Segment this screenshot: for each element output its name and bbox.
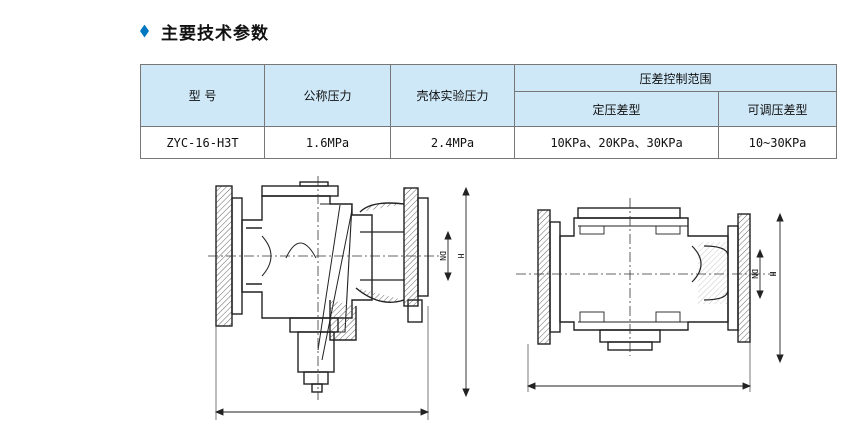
- left-dimensions: [214, 186, 470, 420]
- table-row: ZYC-16-H3T 1.6MPa 2.4MPa 10KPa、20KPa、30K…: [140, 126, 838, 159]
- left-dim-dn: DN: [438, 251, 447, 261]
- header-model: 型 号: [140, 64, 265, 127]
- cell-adjustable-type: 10~30KPa: [717, 126, 838, 159]
- right-dim-dn: DN: [750, 269, 759, 279]
- section-heading: 主要技术参数: [140, 18, 269, 44]
- header-control-range: 压差控制范围: [513, 64, 838, 92]
- header-shell-test-pressure: 壳体实验压力: [390, 64, 515, 127]
- left-dim-h: H: [456, 254, 465, 259]
- right-dim-h: H: [768, 272, 777, 277]
- right-center-lines: [516, 198, 776, 356]
- left-center-lines: [208, 176, 440, 400]
- cell-model: ZYC-16-H3T: [140, 126, 265, 159]
- right-valve-drawing: [537, 207, 751, 351]
- header-fixed-type: 定压差型: [514, 91, 719, 127]
- header-nominal-pressure: 公称压力: [264, 64, 391, 127]
- right-dimensions: [526, 212, 784, 392]
- left-valve-drawing: [215, 181, 429, 393]
- diamond-bullet-icon: [140, 24, 149, 38]
- header-adjustable-type: 可调压差型: [717, 91, 838, 127]
- section-title: 主要技术参数: [161, 23, 269, 44]
- cell-shell-test-pressure: 2.4MPa: [390, 126, 515, 159]
- spec-table: 型 号 公称压力 壳体实验压力 压差控制范围 定压差型 可调压差型 ZYC-16…: [140, 64, 838, 159]
- cell-nominal-pressure: 1.6MPa: [264, 126, 391, 159]
- cell-fixed-type: 10KPa、20KPa、30KPa: [514, 126, 719, 159]
